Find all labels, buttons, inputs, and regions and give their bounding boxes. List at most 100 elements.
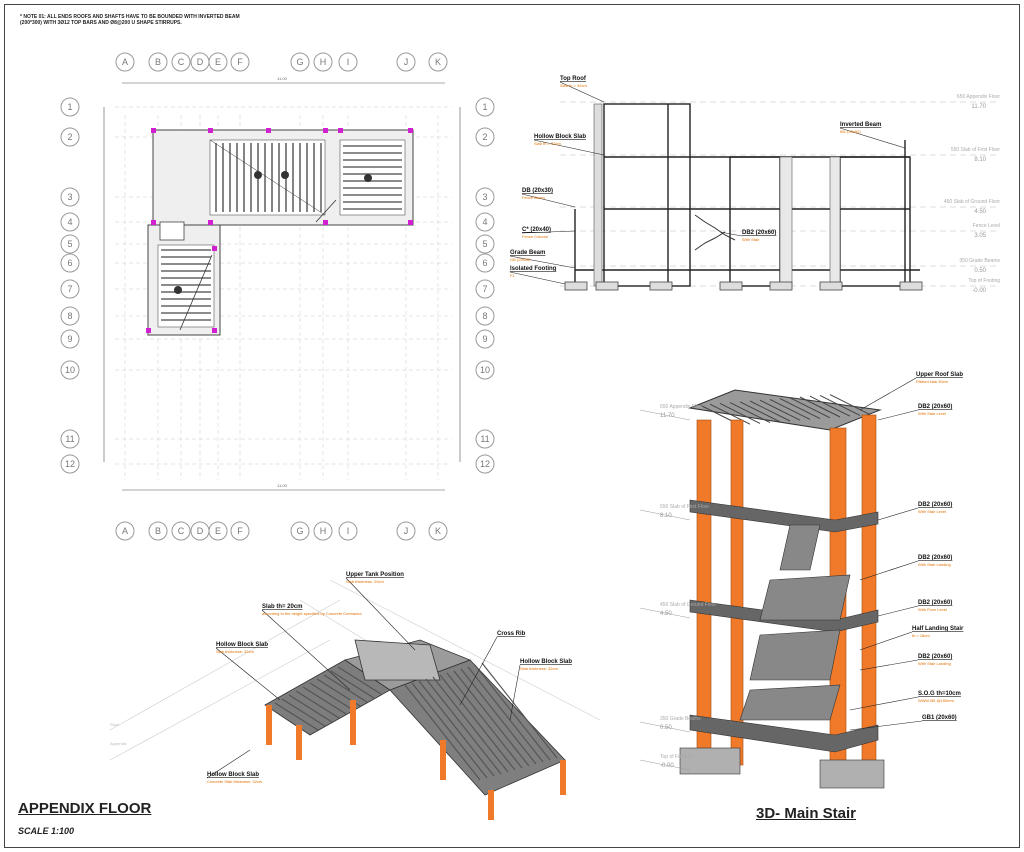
svg-text:IB1 (20x50): IB1 (20x50) xyxy=(840,129,861,134)
dim-overall-bottom: 11.00 xyxy=(277,483,287,488)
column-mark xyxy=(212,246,217,251)
upper-tank xyxy=(354,639,441,681)
grid-bubble-row-10: 10 xyxy=(475,360,495,380)
grid-bubble-col-D: D xyxy=(190,521,210,541)
column-mark xyxy=(208,220,213,225)
stair-level-name: 550 Slab of First Floor xyxy=(660,504,710,510)
level-value: 0.50 xyxy=(974,268,986,274)
svg-text:1: 1 xyxy=(482,102,487,112)
svg-text:11: 11 xyxy=(65,434,74,444)
svg-text:Roof: Roof xyxy=(110,722,119,727)
level-name: Fence Level xyxy=(973,223,1000,229)
grid-bubble-col-I: I xyxy=(338,521,358,541)
svg-text:Appendix: Appendix xyxy=(110,741,127,746)
svg-text:S.O.G th=10cm: S.O.G th=10cm xyxy=(918,691,961,697)
level-value: -0.00 xyxy=(972,288,986,294)
stair-flights xyxy=(739,524,851,721)
stair-level-name: Top of Footing xyxy=(660,754,692,760)
svg-text:WWM Ø6 @150mm: WWM Ø6 @150mm xyxy=(918,698,955,703)
svg-text:Slab thickness: 20cm: Slab thickness: 20cm xyxy=(346,579,384,584)
svg-text:With Stair Level: With Stair Level xyxy=(918,509,946,514)
grid-bubble-col-B: B xyxy=(148,521,168,541)
stair-level-value: 11.70 xyxy=(660,413,675,419)
iso-columns xyxy=(266,700,566,820)
svg-text:With Stair: With Stair xyxy=(742,237,760,242)
svg-text:Upper Roof Slab: Upper Roof Slab xyxy=(916,372,963,378)
grid-bubble-row-12: 12 xyxy=(60,454,80,474)
stair-callout: DB2 (20x60)With Stair Level xyxy=(877,502,952,521)
svg-text:10: 10 xyxy=(480,365,490,375)
svg-text:Isolated Footing: Isolated Footing xyxy=(510,266,557,272)
svg-text:Ribbed slab 30cm: Ribbed slab 30cm xyxy=(916,379,949,384)
grid-bubble-col-K: K xyxy=(428,52,448,72)
svg-text:GB (20x60): GB (20x60) xyxy=(510,257,531,262)
grid-bubble-row-4: 4 xyxy=(475,212,495,232)
grid-bubble-row-2: 2 xyxy=(60,127,80,147)
svg-text:D: D xyxy=(197,57,204,67)
svg-text:J: J xyxy=(404,57,409,67)
plan-column-marks xyxy=(146,128,413,333)
svg-text:3: 3 xyxy=(482,192,487,202)
plan-marker xyxy=(281,171,289,179)
svg-text:B: B xyxy=(155,57,161,67)
column-mark xyxy=(151,220,156,225)
svg-text:5: 5 xyxy=(67,239,72,249)
grid-bubble-row-6: 6 xyxy=(60,253,80,273)
svg-text:9: 9 xyxy=(482,334,487,344)
svg-text:6: 6 xyxy=(67,258,72,268)
svg-text:DB2 (20x60): DB2 (20x60) xyxy=(918,600,952,606)
svg-text:Slab thickness: 32cm: Slab thickness: 32cm xyxy=(216,649,254,654)
grid-bubble-row-6: 6 xyxy=(475,253,495,273)
svg-text:Hollow Block Slab: Hollow Block Slab xyxy=(520,659,572,665)
grid-bubble-row-10: 10 xyxy=(60,360,80,380)
level-line xyxy=(639,409,691,421)
stair-level-name: 650 Appendix Floor xyxy=(660,404,703,410)
level-name: 450 Slab of Ground Floor xyxy=(944,199,1000,205)
svg-text:D: D xyxy=(197,526,204,536)
svg-text:C: C xyxy=(178,526,185,536)
appendix-title: APPENDIX FLOOR xyxy=(18,800,152,817)
plan-marker xyxy=(364,174,372,182)
grid-bubble-row-3: 3 xyxy=(475,187,495,207)
level-value: 3.05 xyxy=(974,233,986,239)
grid-bubble-row-5: 5 xyxy=(60,234,80,254)
level-name: 550 Slab of First Floor xyxy=(951,147,1001,153)
svg-text:Slab th = 32cm: Slab th = 32cm xyxy=(560,83,587,88)
svg-text:4: 4 xyxy=(482,217,487,227)
svg-text:Upper Tank Position: Upper Tank Position xyxy=(346,572,404,578)
svg-text:12: 12 xyxy=(480,459,490,469)
svg-text:F1: F1 xyxy=(510,273,515,278)
grid-bubble-row-3: 3 xyxy=(60,187,80,207)
svg-text:C: C xyxy=(178,57,185,67)
svg-text:Fence Beam: Fence Beam xyxy=(522,195,545,200)
plan-marker xyxy=(254,171,262,179)
grid-bubble-col-H: H xyxy=(313,52,333,72)
svg-text:J: J xyxy=(404,526,409,536)
svg-text:Concrete Slab thickness: 32cm: Concrete Slab thickness: 32cm xyxy=(207,779,263,784)
section-footings xyxy=(564,281,923,291)
appendix-scale: SCALE 1:100 xyxy=(18,826,75,836)
stair-callout: DB2 (20x60)With Floor Level xyxy=(877,600,952,617)
svg-text:Slab thickness: 32cm: Slab thickness: 32cm xyxy=(520,666,558,671)
level-line xyxy=(639,509,691,521)
svg-text:Hollow Block Slab: Hollow Block Slab xyxy=(216,642,268,648)
svg-text:7: 7 xyxy=(482,284,487,294)
svg-text:E: E xyxy=(215,526,221,536)
iso-ribs xyxy=(274,662,558,781)
svg-text:8: 8 xyxy=(482,311,487,321)
svg-text:With Stair Level: With Stair Level xyxy=(918,411,946,416)
plan-slab-lower xyxy=(147,221,221,336)
svg-text:7: 7 xyxy=(67,284,72,294)
svg-text:th = 18cm: th = 18cm xyxy=(912,633,930,638)
stair-footings xyxy=(679,747,885,789)
stair-callout: DB2 (20x60)With Stair Level xyxy=(877,404,952,421)
